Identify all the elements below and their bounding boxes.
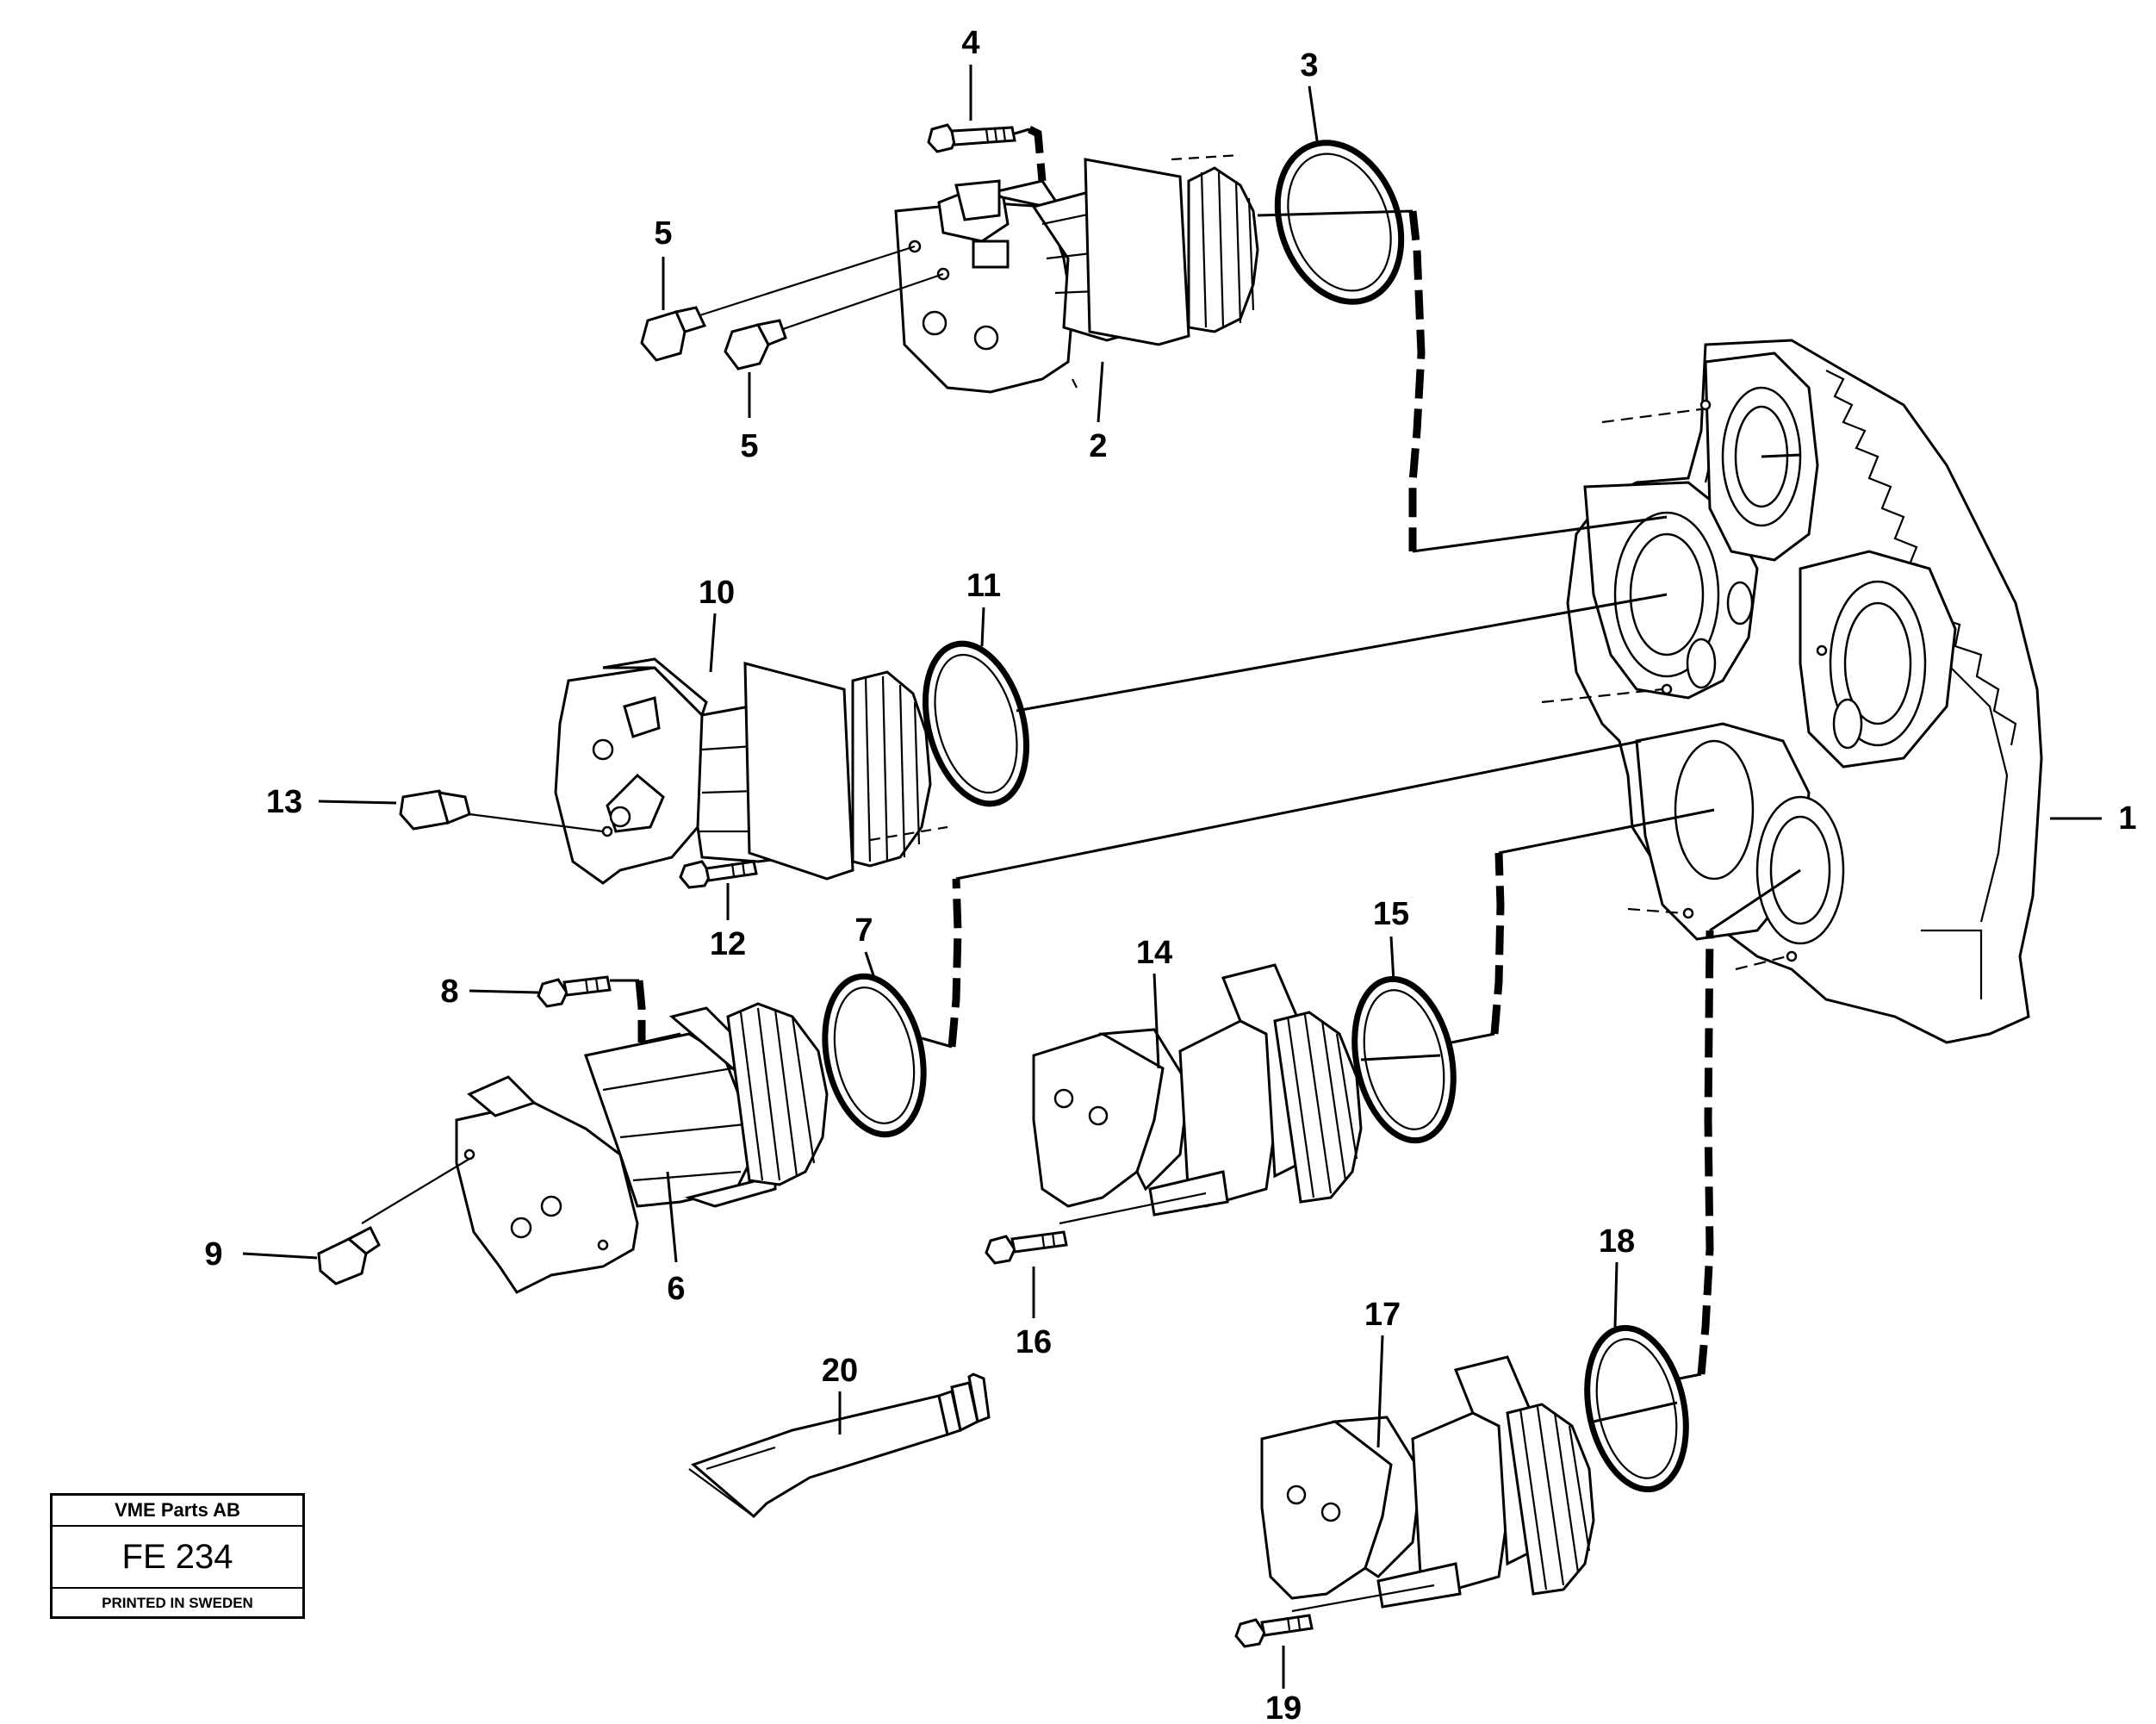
- callout-3: 3: [1300, 47, 1318, 84]
- bolt-12: [679, 860, 758, 889]
- leader-lines: [242, 65, 2102, 1689]
- printed-note: PRINTED IN SWEDEN: [102, 1595, 253, 1611]
- o-ring-15: [1351, 975, 1457, 1144]
- hydraulic-pump-10: [554, 657, 948, 885]
- pump-drive-housing: [1541, 339, 2043, 1044]
- callout-19: 19: [1265, 1690, 1302, 1724]
- o-ring-11: [922, 640, 1030, 807]
- callout-8: 8: [440, 974, 458, 1010]
- title-block: VME Parts AB FE 234 PRINTED IN SWEDEN: [50, 1493, 305, 1619]
- callout-4: 4: [961, 25, 979, 61]
- o-ring-7: [822, 973, 927, 1138]
- bolt-8: [537, 975, 612, 1008]
- hydraulic-pump-6: [455, 1002, 829, 1294]
- callout-1: 1: [2118, 800, 2136, 837]
- callout-16: 16: [1016, 1324, 1052, 1360]
- o-ring-3-inner: [1287, 152, 1392, 292]
- callout-5-upper: 5: [654, 215, 672, 252]
- callout-10: 10: [699, 575, 735, 611]
- callout-18: 18: [1599, 1223, 1635, 1260]
- callout-15: 15: [1373, 896, 1409, 932]
- callout-20: 20: [822, 1353, 858, 1389]
- bolt-16: [985, 1230, 1068, 1265]
- sensor-5-lower: [724, 272, 944, 370]
- assembly-lines: [610, 125, 1801, 1423]
- callout-2: 2: [1089, 428, 1107, 464]
- callout-13: 13: [266, 784, 302, 820]
- callout-6: 6: [667, 1271, 685, 1307]
- sealant-tube-20: [688, 1372, 991, 1519]
- sensor-5-upper: [640, 245, 916, 362]
- callout-5-lower: 5: [740, 428, 758, 464]
- callout-9: 9: [204, 1236, 222, 1273]
- bolt-4: [927, 123, 1016, 153]
- hydraulic-pump-2: [894, 153, 1259, 394]
- o-ring-15-inner: [1363, 989, 1445, 1130]
- sensor-13: [399, 789, 604, 833]
- callout-labels: 4 3 5 5 2 1 11 10 13 12 8 7 14 15 9 6 16…: [204, 25, 2136, 1724]
- o-ring-18: [1584, 1324, 1689, 1493]
- hydraulic-pump-17: [1260, 1355, 1595, 1613]
- o-ring-18-inner: [1595, 1338, 1678, 1479]
- company-name: VME Parts AB: [53, 1496, 302, 1527]
- o-ring-3: [1274, 140, 1405, 305]
- callout-11: 11: [966, 568, 1001, 604]
- callout-17: 17: [1364, 1297, 1401, 1333]
- bolt-19: [1234, 1614, 1314, 1648]
- drawing-number: FE 234: [53, 1527, 302, 1589]
- hydraulic-pump-14: [1032, 963, 1363, 1225]
- callout-12: 12: [710, 926, 746, 962]
- o-ring-11-inner: [934, 653, 1018, 794]
- callout-7: 7: [854, 912, 873, 949]
- sensor-9: [317, 1158, 470, 1285]
- callout-14: 14: [1136, 935, 1172, 971]
- o-ring-7-inner: [833, 986, 916, 1124]
